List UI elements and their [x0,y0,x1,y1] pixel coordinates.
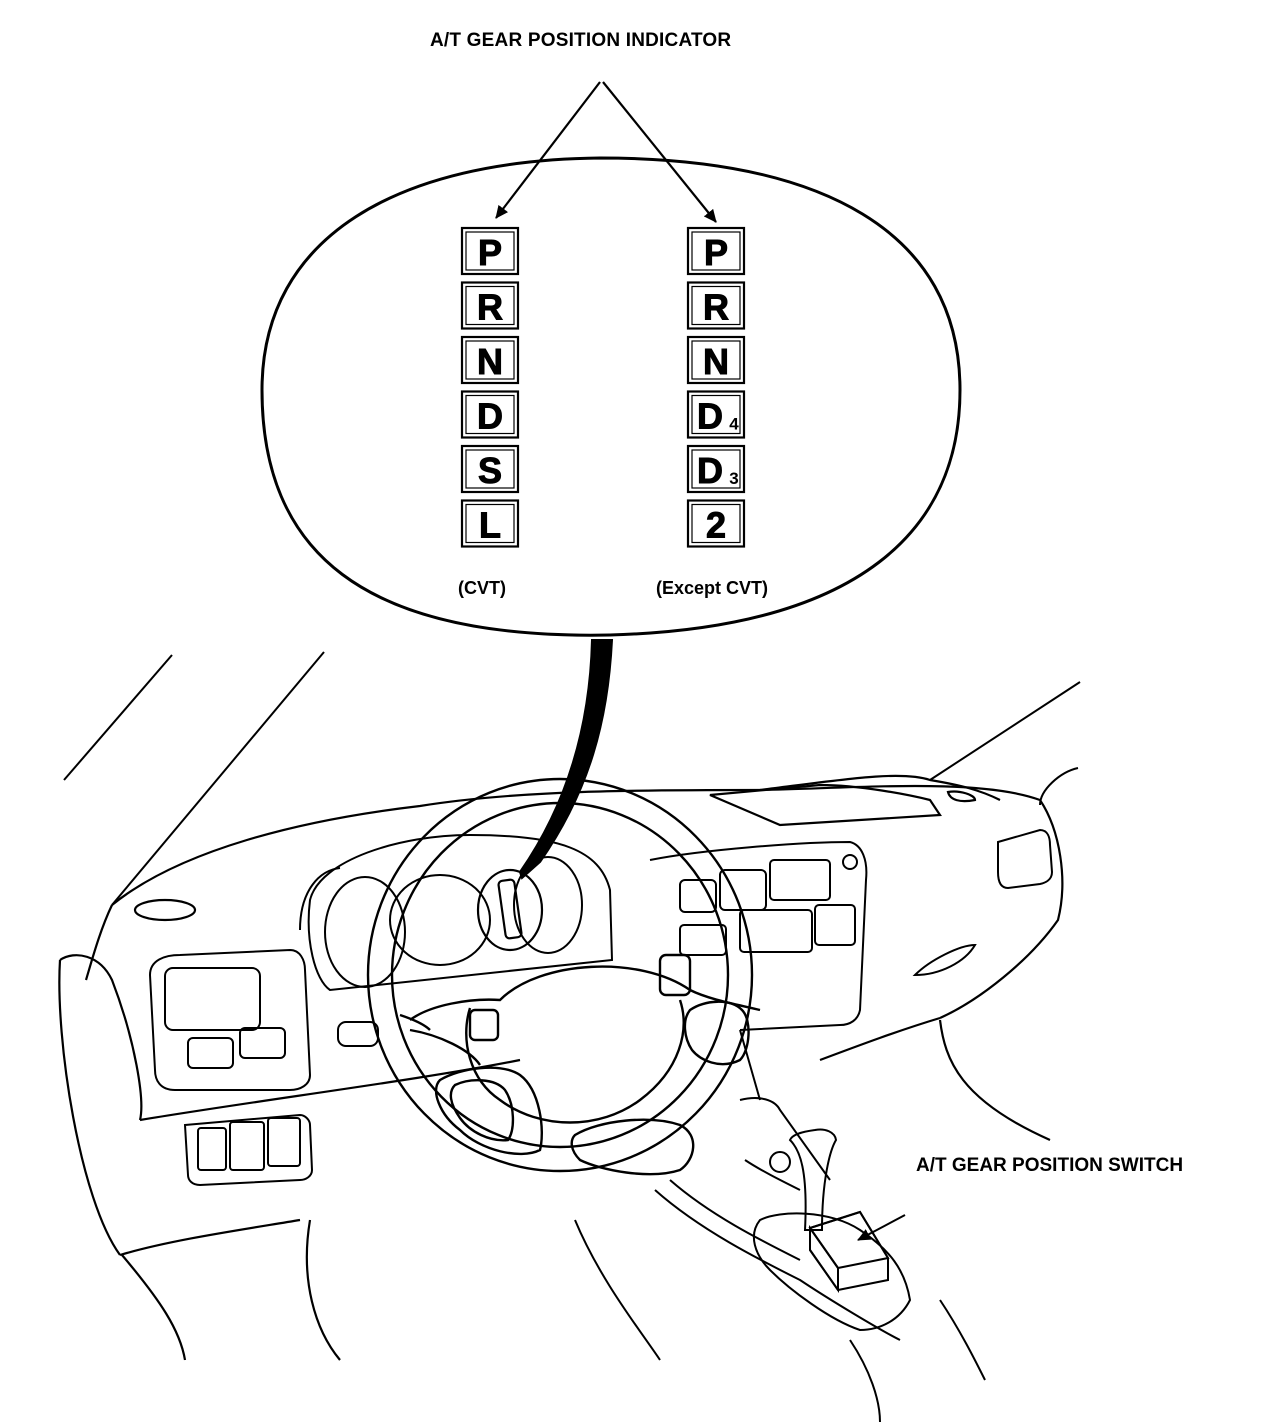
except-cvt-position-box [686,226,746,276]
callout-leader [518,639,614,880]
except-cvt-caption: (Except CVT) [656,578,769,598]
cvt-position-box-inner [465,285,515,326]
cvt-position-box [460,335,520,385]
center-stack [649,840,868,1101]
steering-wheel [366,777,761,1176]
cvt-position-box-inner [465,449,515,489]
passenger-vent [912,828,1054,977]
except-cvt-position-subscript: 4 [729,415,739,434]
cvt-position-letter: N [477,341,503,382]
switch-title: A/T GEAR POSITION SWITCH [916,1155,1184,1176]
except-cvt-position-letter: R [703,287,729,328]
except-cvt-position-box [686,281,746,330]
cvt-position-letter: D [477,396,503,437]
except-cvt-position-box-inner [691,394,741,435]
cvt-position-letter: R [477,287,503,328]
column-indicator [476,868,544,952]
indicator-title: A/T GEAR POSITION INDICATOR [430,30,732,51]
callout-bubble [260,156,962,637]
indicator-arrows [495,81,717,223]
cvt-position-box [460,444,520,494]
except-cvt-position-subscript: 3 [729,469,738,488]
shift-console [574,1097,986,1423]
cvt-position-box-inner [465,503,515,544]
except-cvt-position-box-inner [691,340,741,380]
cvt-position-box [460,390,520,439]
cvt-position-letter: P [478,232,502,273]
cvt-position-letter: S [478,450,502,491]
except-cvt-position-box [686,335,746,385]
cvt-position-box-inner [465,231,515,271]
except-cvt-position-box-inner [691,503,741,544]
cvt-position-box [460,499,520,548]
except-cvt-position-box-inner [691,449,741,489]
cvt-position-box-inner [465,394,515,435]
except-cvt-position-letter: N [703,341,729,382]
except-cvt-position-letter: D [697,396,723,437]
switch-arrow [857,1214,906,1241]
cvt-position-box [460,281,520,330]
except-cvt-position-letter: P [704,232,728,273]
cvt-position-letter: L [479,505,501,546]
instrument-cluster [299,833,614,992]
except-cvt-position-letter: D [697,450,723,491]
except-cvt-position-box-inner [691,285,741,326]
except-cvt-position-box-inner [691,231,741,271]
except-cvt-position-box [686,499,746,548]
except-cvt-position-letter: 2 [706,505,726,546]
left-control-cluster [148,948,379,1187]
cvt-caption: (CVT) [458,578,506,598]
cvt-position-box-inner [465,340,515,380]
except-cvt-position-box [686,444,746,494]
except-cvt-position-box [686,390,746,439]
cvt-position-box [460,226,520,276]
